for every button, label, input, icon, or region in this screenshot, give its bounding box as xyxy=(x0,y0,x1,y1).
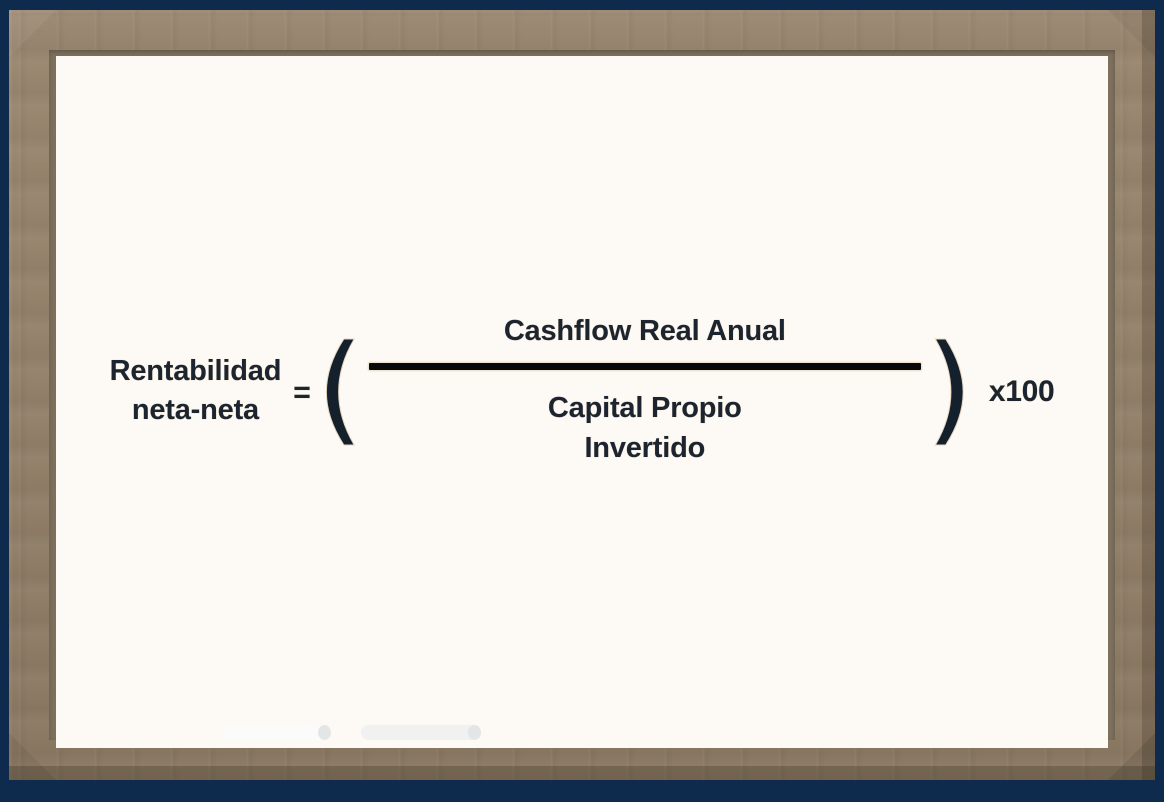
wooden-frame: Rentabilidad neta-neta = ( Cashflow Real… xyxy=(9,10,1155,780)
formula-left-hand-side: Rentabilidad neta-neta xyxy=(109,354,282,426)
open-parenthesis: ( xyxy=(316,319,364,458)
marker-cap-icon xyxy=(318,725,331,740)
multiplier-label: x100 xyxy=(988,374,1055,409)
close-parenthesis: ) xyxy=(926,319,974,458)
whiteboard-marker-gray[interactable] xyxy=(361,725,481,740)
whiteboard-surface: Rentabilidad neta-neta = ( Cashflow Real… xyxy=(56,56,1108,748)
whiteboard-marker-white[interactable] xyxy=(223,725,331,740)
fraction-denominator: Capital Propio Invertido xyxy=(547,391,743,464)
marker-cap-icon xyxy=(468,725,481,740)
fraction-bar xyxy=(368,362,921,370)
equals-sign: = xyxy=(293,375,311,410)
fraction-numerator: Cashflow Real Anual xyxy=(503,315,787,348)
formula-equation: Rentabilidad neta-neta = ( Cashflow Real… xyxy=(56,314,1108,468)
fraction: Cashflow Real Anual Capital Propio Inver… xyxy=(368,314,921,468)
